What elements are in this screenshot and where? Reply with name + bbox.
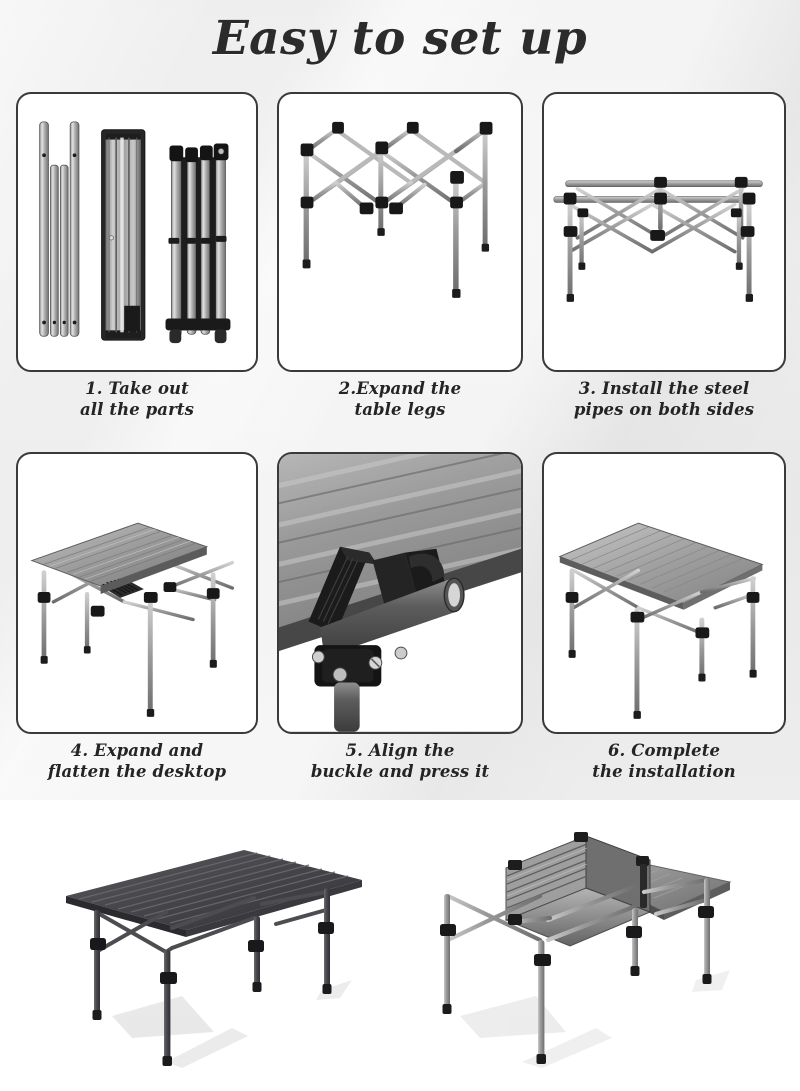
step-4-caption: 4. Expand and flatten the desktop [16, 740, 258, 782]
joint-knuckles [300, 121, 493, 215]
step-6-illustration [558, 522, 764, 719]
step-1-illustration [39, 121, 231, 344]
step-panel-4 [16, 452, 258, 734]
gallery-photo-assembled-table [0, 800, 400, 1091]
rolled-slat-stack [504, 832, 652, 947]
step-3-illustration [553, 176, 763, 302]
joint-knuckles [90, 922, 334, 984]
step-panel-3 [542, 92, 786, 372]
step-4-caption-line-1: 4. Expand and [70, 741, 204, 760]
step-panel-2 [277, 92, 523, 372]
page-title: Easy to set up [212, 11, 588, 66]
folded-frame-group [165, 143, 231, 344]
step-5-caption-line-2: buckle and press it [310, 762, 490, 781]
step-panel-6 [542, 452, 786, 734]
desktop-slats [30, 522, 209, 598]
slat-highlights [279, 454, 521, 607]
joint-knuckles [440, 906, 714, 966]
step-2-illustration [300, 121, 493, 298]
setup-steps-section: Easy to set up [0, 0, 800, 800]
joint-knuckles [565, 592, 760, 639]
step-panel-5 [277, 452, 523, 734]
step-2-caption-line-2: table legs [354, 400, 446, 419]
legs [442, 878, 712, 1064]
step-panel-1 [16, 92, 258, 372]
step-5-caption-line-1: 5. Align the [345, 741, 455, 760]
steel-tube [320, 577, 465, 657]
joint-knuckles [563, 176, 756, 241]
step-1-caption-line-2: all the parts [80, 400, 194, 419]
step-4-illustration [30, 522, 242, 717]
step-6-caption-line-1: 6. Complete [607, 741, 721, 760]
step-4-caption-line-2: flatten the desktop [47, 762, 227, 781]
step-2-caption-line-1: 2.Expand the [338, 379, 462, 398]
step-1-caption-line-1: 1. Take out [85, 379, 189, 398]
step-2-caption: 2.Expand the table legs [277, 378, 523, 420]
product-gallery-section [0, 800, 800, 1091]
step-5-caption: 5. Align the buckle and press it [277, 740, 523, 782]
step-1-caption: 1. Take out all the parts [16, 378, 258, 420]
buckle-clip [308, 546, 449, 634]
cross-braces [94, 890, 328, 954]
floor-shadow [460, 970, 730, 1068]
step-6-caption: 6. Complete the installation [542, 740, 786, 782]
step-3-caption-line-2: pipes on both sides [573, 400, 755, 419]
loose-pipes-group [39, 121, 80, 337]
legs [302, 129, 490, 298]
step-6-caption-line-2: the installation [592, 762, 736, 781]
step-3-caption-line-1: 3. Install the steel [578, 379, 750, 398]
cross-braces [441, 877, 709, 943]
floor-shadow [112, 980, 352, 1068]
rolled-desktop-group [101, 129, 146, 341]
step-3-caption: 3. Install the steel pipes on both sides [542, 378, 786, 420]
gallery-photo-rolled-top-table [400, 800, 800, 1091]
step-5-illustration [279, 454, 521, 732]
leg-connector-block [311, 645, 408, 732]
scissor-braces [304, 127, 488, 211]
table-top [66, 850, 362, 937]
joint-knuckles [37, 582, 220, 617]
